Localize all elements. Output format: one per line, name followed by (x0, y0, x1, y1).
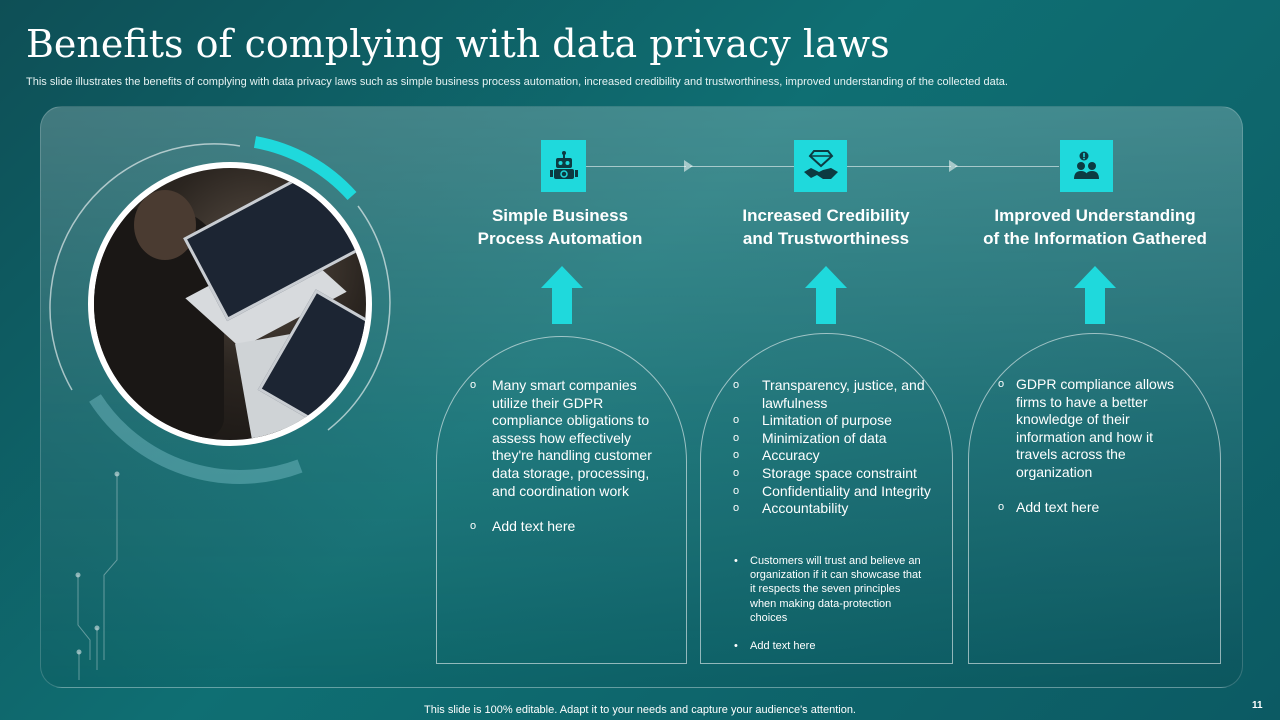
diamond-handshake-icon (794, 140, 847, 192)
connector-arrowhead (684, 160, 693, 172)
bullet-text: Add text here (492, 517, 576, 534)
spacer (998, 482, 1193, 500)
page-number: 11 (1252, 700, 1263, 711)
bullet-list-simple-business: o Many smart companies utilize their GDPR… (470, 377, 665, 535)
list-item: • Add text here (732, 639, 922, 653)
bullet-marker: o (733, 502, 740, 515)
spacer (732, 625, 922, 639)
list-item: o Transparency, justice, and lawfulness (733, 377, 933, 412)
list-item: o Confidentiality and Integrity (733, 483, 933, 501)
bullet-text: Customers will trust and believe an orga… (750, 555, 922, 624)
bullet-text: Many smart companies utilize their GDPR … (492, 377, 652, 499)
heading-line: Improved Understanding (994, 206, 1196, 225)
bullet-text: Accuracy (762, 447, 820, 464)
connector-arrowhead (949, 160, 958, 172)
sub-bullet-list-increased-credibility: • Customers will trust and believe an org… (732, 554, 922, 653)
card-increased-credibility (700, 333, 953, 664)
bullet-text: Limitation of purpose (762, 412, 892, 429)
person-head (134, 190, 196, 260)
slide-title: Benefits of complying with data privacy … (26, 22, 890, 66)
bullet-marker: o (470, 519, 477, 532)
bullet-list-increased-credibility: o Transparency, justice, and lawfulness o… (733, 377, 933, 518)
bullet-text: Confidentiality and Integrity (762, 482, 931, 499)
heading-line: of the Information Gathered (983, 229, 1207, 248)
bullet-list-improved-understanding: o GDPR compliance allows firms to have a … (998, 376, 1193, 517)
heading-line: Simple Business (491, 206, 629, 225)
bullet-text: Add text here (750, 640, 816, 653)
up-arrow-icon (541, 266, 583, 324)
bullet-marker: o (998, 378, 1005, 390)
list-item: o Accuracy (733, 447, 933, 465)
bullet-marker: o (733, 414, 740, 427)
list-item: o GDPR compliance allows firms to have a … (998, 376, 1193, 482)
up-arrow-icon (805, 266, 847, 324)
bullet-text: Accountability (762, 500, 849, 517)
list-item: o Many smart companies utilize their GDPR… (470, 377, 665, 500)
card-simple-business (436, 336, 687, 664)
bullet-marker: • (734, 555, 738, 567)
up-arrow-icon (1074, 266, 1116, 324)
bullet-marker: • (734, 640, 738, 653)
user-group-alert-icon (1060, 140, 1113, 192)
spacer (470, 500, 665, 518)
bullet-text: Transparency, justice, and lawfulness (762, 377, 925, 411)
bullet-marker: o (733, 449, 740, 462)
connector-line (955, 166, 1059, 167)
bullet-marker: o (733, 379, 740, 391)
bullet-marker: o (733, 431, 740, 444)
bullet-marker: o (733, 484, 740, 497)
bullet-text: Storage space constraint (762, 464, 917, 481)
connector-line (690, 166, 794, 167)
connector-line (847, 166, 951, 167)
heading-line: and Trustworthiness (742, 229, 910, 248)
heading-improved-understanding: Improved Understanding of the Informatio… (960, 204, 1230, 250)
heading-increased-credibility: Increased Credibility and Trustworthines… (716, 204, 936, 250)
bullet-text: GDPR compliance allows firms to have a b… (1016, 376, 1174, 480)
list-item: o Add text here (998, 499, 1193, 517)
footer-note: This slide is 100% editable. Adapt it to… (424, 704, 856, 716)
list-item: o Limitation of purpose (733, 412, 933, 430)
list-item: o Accountability (733, 500, 933, 518)
list-item: o Minimization of data (733, 430, 933, 448)
connector-line (586, 166, 686, 167)
slide-subtitle: This slide illustrates the benefits of c… (26, 76, 1008, 88)
bullet-marker: o (470, 379, 477, 391)
bullet-text: Add text here (1016, 499, 1100, 516)
card-improved-understanding (968, 333, 1221, 664)
list-item: o Add text here (470, 518, 665, 536)
list-item: o Storage space constraint (733, 465, 933, 483)
list-item: • Customers will trust and believe an org… (732, 554, 922, 625)
people-with-laptops-photo (88, 162, 372, 446)
bullet-text: Minimization of data (762, 429, 887, 446)
heading-simple-business-process-automation: Simple Business Process Automation (450, 204, 670, 250)
heading-line: Process Automation (477, 229, 643, 248)
bullet-marker: o (733, 466, 740, 479)
bullet-marker: o (998, 501, 1005, 514)
heading-line: Increased Credibility (742, 206, 910, 225)
robot-gear-icon (541, 140, 586, 192)
